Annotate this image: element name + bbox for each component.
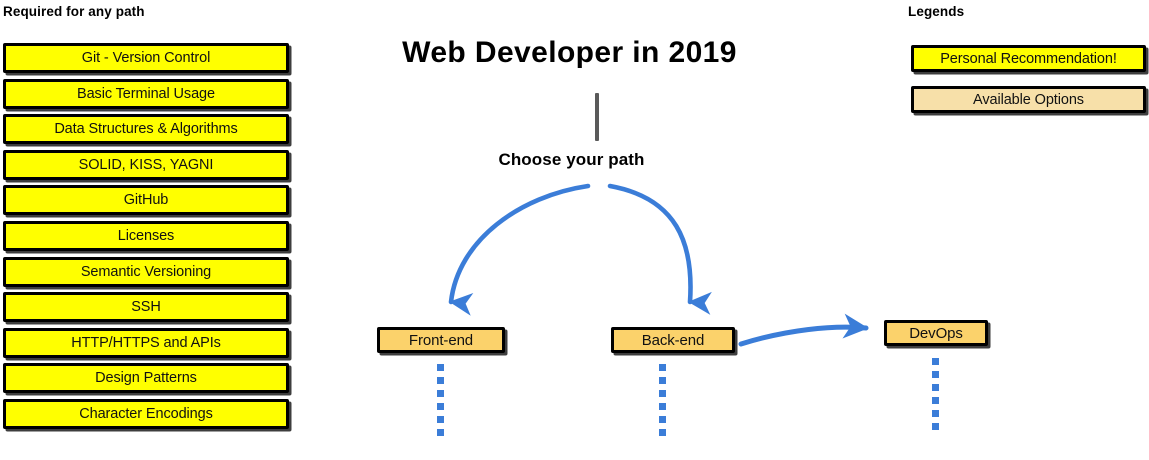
required-item[interactable]: HTTP/HTTPS and APIs: [3, 327, 289, 358]
dot-trail-devops: [932, 358, 939, 436]
path-box-label: Back-end: [641, 331, 705, 349]
trail-dot: [659, 416, 666, 423]
trail-dot: [659, 403, 666, 410]
trail-dot: [932, 358, 939, 365]
legend-label: Personal Recommendation!: [940, 50, 1117, 67]
legend-heading: Legends: [908, 4, 965, 19]
trail-dot: [659, 364, 666, 371]
path-box-label: DevOps: [909, 324, 963, 342]
arrow-choose-to-frontend: [448, 183, 591, 316]
trail-dot: [437, 390, 444, 397]
required-item-label: Character Encodings: [79, 405, 213, 422]
arrow-choose-to-backend: [607, 183, 712, 315]
trail-dot: [659, 390, 666, 397]
required-item-label: Semantic Versioning: [80, 263, 212, 280]
required-item[interactable]: GitHub: [3, 185, 289, 216]
required-item-label: SSH: [131, 299, 161, 316]
dot-trail-front-end: [437, 364, 444, 442]
legend-personal-recommendation: Personal Recommendation!: [911, 45, 1146, 72]
required-item-label: HTTP/HTTPS and APIs: [71, 334, 221, 351]
required-item[interactable]: Licenses: [3, 220, 289, 251]
required-item-label: Basic Terminal Usage: [77, 85, 215, 102]
required-item-label: Design Patterns: [95, 370, 197, 387]
trail-dot: [437, 429, 444, 436]
required-item-label: SOLID, KISS, YAGNI: [78, 156, 214, 173]
required-item[interactable]: Design Patterns: [3, 363, 289, 394]
required-item-label: GitHub: [123, 192, 169, 209]
trail-dot: [437, 364, 444, 371]
trail-dot: [932, 371, 939, 378]
trail-dot: [659, 377, 666, 384]
required-item[interactable]: Semantic Versioning: [3, 256, 289, 287]
required-item-label: Git - Version Control: [81, 50, 211, 66]
trail-dot: [932, 384, 939, 391]
page-title-text: Web Developer in 2019: [402, 36, 737, 69]
trail-dot: [437, 377, 444, 384]
title-connector-line: [595, 93, 599, 141]
required-item[interactable]: SOLID, KISS, YAGNI: [3, 149, 289, 180]
trail-dot: [437, 416, 444, 423]
required-item[interactable]: Data Structures & Algorithms: [3, 114, 289, 145]
trail-dot: [932, 397, 939, 404]
path-box-label: Front-end: [408, 331, 474, 349]
required-items-list: Git - Version Control Basic Terminal Usa…: [3, 43, 289, 435]
choose-path-text: Choose your path: [498, 150, 645, 169]
legend-label: Available Options: [973, 91, 1084, 108]
dot-trail-back-end: [659, 364, 666, 442]
legend-available-options: Available Options: [911, 86, 1146, 113]
required-item[interactable]: SSH: [3, 292, 289, 323]
required-section-heading: Required for any path: [3, 4, 145, 19]
path-box-front-end[interactable]: Front-end: [377, 327, 505, 353]
required-item-label: Data Structures & Algorithms: [54, 121, 238, 138]
path-box-devops[interactable]: DevOps: [884, 320, 988, 346]
required-item[interactable]: Character Encodings: [3, 398, 289, 429]
trail-dot: [932, 423, 939, 430]
choose-path-label: Choose your path: [0, 150, 1149, 170]
trail-dot: [437, 403, 444, 410]
trail-dot: [932, 410, 939, 417]
required-item-label: Licenses: [117, 227, 175, 244]
required-item[interactable]: Basic Terminal Usage: [3, 78, 289, 109]
arrow-backend-to-devops: [738, 313, 869, 347]
required-item[interactable]: Git - Version Control: [3, 43, 289, 73]
path-box-back-end[interactable]: Back-end: [611, 327, 735, 353]
trail-dot: [659, 429, 666, 436]
